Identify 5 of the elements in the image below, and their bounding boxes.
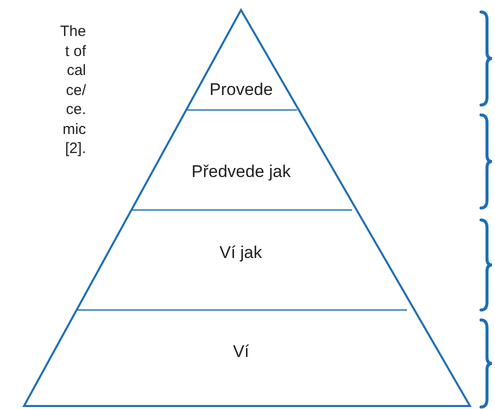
paragraph-text: The t of cal ce/ ce. mic [2].: [59, 22, 86, 158]
pyramid-level-label: Provede: [210, 80, 273, 100]
pyramid-level-label: Ví jak: [220, 243, 262, 263]
pyramid-level-label: Předvede jak: [192, 162, 291, 182]
pyramid-level-label: Ví: [233, 342, 250, 362]
